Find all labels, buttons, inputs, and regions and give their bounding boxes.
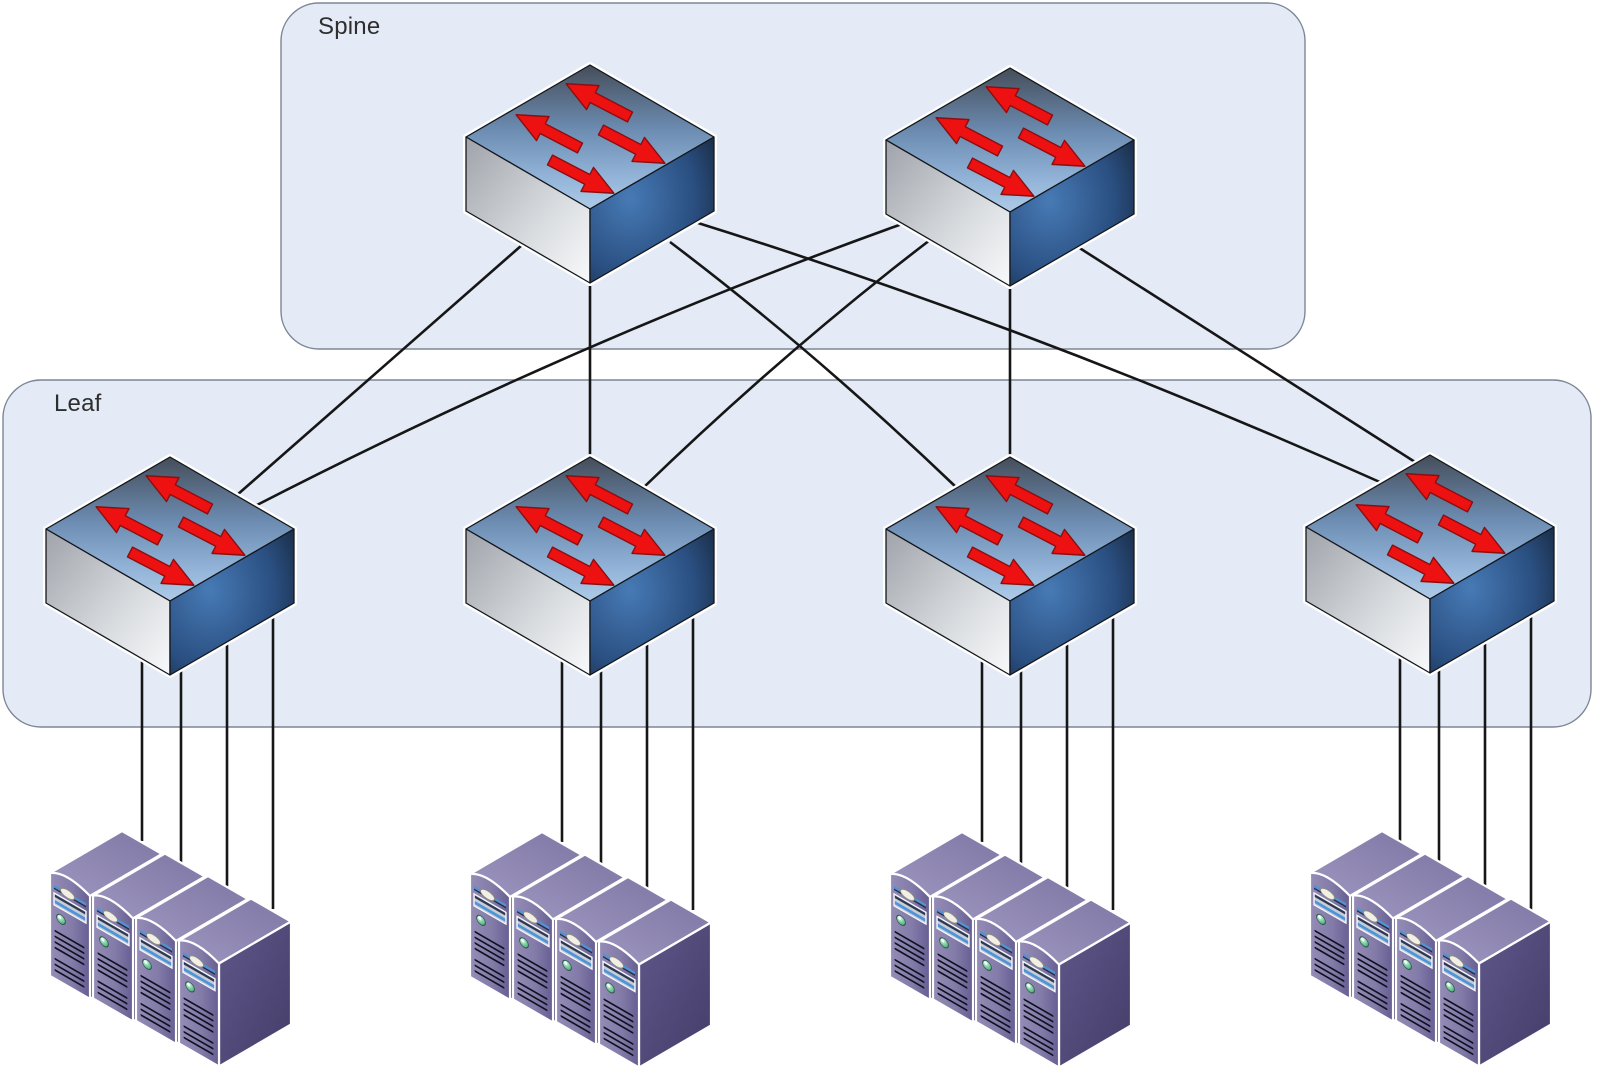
- spine-zone-label: Spine: [318, 13, 381, 40]
- servers-layer: [50, 831, 1551, 1066]
- link-spine-2-leaf-2: [642, 238, 931, 489]
- spine-zone: [280, 2, 1306, 350]
- links-layer: [140, 221, 1533, 911]
- link-spine-1-leaf-1: [236, 244, 523, 496]
- server-group-4: [1310, 831, 1551, 1066]
- link-spine-1-leaf-4: [697, 221, 1383, 485]
- link-spine-2-leaf-1: [254, 222, 903, 508]
- leaf-zone: [2, 379, 1592, 728]
- server-group-1: [50, 831, 291, 1066]
- server-group-3: [890, 832, 1131, 1066]
- link-spine-2-leaf-4: [1077, 245, 1416, 464]
- server-group-2: [470, 832, 711, 1066]
- link-spine-1-leaf-3: [669, 240, 958, 489]
- leaf-zone-label: Leaf: [54, 390, 102, 417]
